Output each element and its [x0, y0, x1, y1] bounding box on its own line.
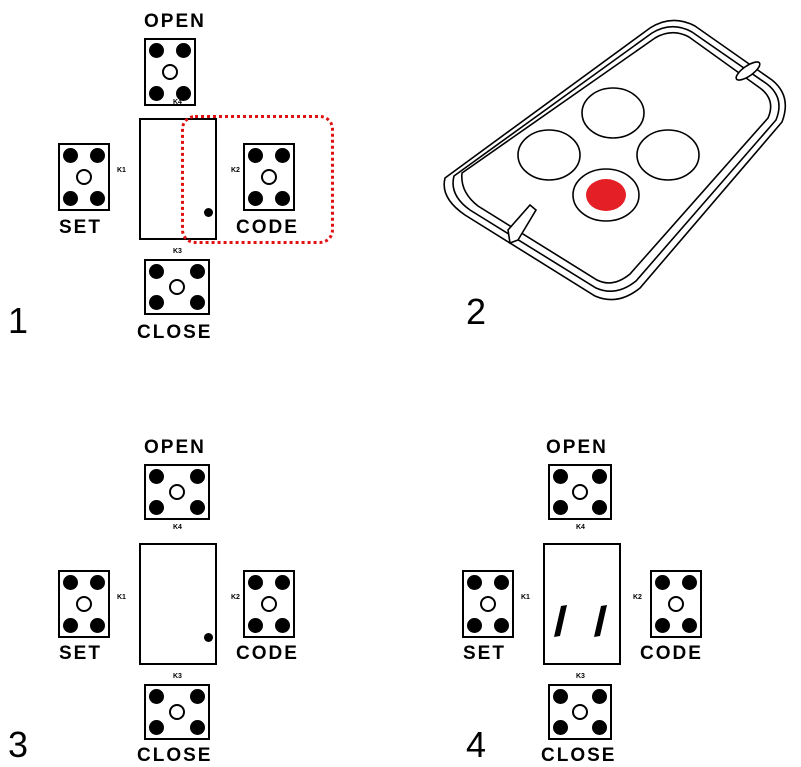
- receiver-board: [139, 543, 217, 665]
- code-button-k2[interactable]: [650, 570, 702, 638]
- k2-label: K2: [231, 594, 240, 602]
- code-label: CODE: [640, 644, 703, 663]
- pressed-button-icon: [586, 179, 626, 211]
- button-center-icon: [169, 484, 185, 500]
- k4-label: K4: [173, 524, 182, 532]
- open-label: OPEN: [144, 438, 206, 457]
- button-center-icon: [572, 484, 588, 500]
- k1-label: K1: [117, 594, 126, 602]
- open-button-k4[interactable]: [548, 464, 612, 520]
- code-button-k2[interactable]: [243, 570, 295, 638]
- button-center-icon: [668, 596, 684, 612]
- set-label: SET: [463, 644, 506, 663]
- led-dot-icon: [204, 633, 213, 642]
- step-number: 3: [8, 727, 28, 763]
- step-number: 4: [466, 727, 486, 763]
- k1-label: K1: [521, 594, 530, 602]
- receiver-board: [543, 543, 621, 665]
- button-center-icon: [480, 596, 496, 612]
- k2-label: K2: [633, 594, 642, 602]
- close-button-k3[interactable]: [144, 684, 210, 740]
- set-label: SET: [59, 644, 102, 663]
- button-center-icon: [169, 704, 185, 720]
- close-label: CLOSE: [137, 746, 212, 765]
- k4-label: K4: [576, 524, 585, 532]
- k3-label: K3: [576, 673, 585, 681]
- open-button-k4[interactable]: [144, 464, 210, 520]
- k3-label: K3: [173, 673, 182, 681]
- code-label: CODE: [236, 644, 299, 663]
- open-label: OPEN: [546, 438, 608, 457]
- close-label: CLOSE: [541, 746, 616, 765]
- step-number: 2: [466, 294, 486, 330]
- button-center-icon: [261, 596, 277, 612]
- set-button-k1[interactable]: [462, 570, 514, 638]
- button-center-icon: [76, 596, 92, 612]
- set-button-k1[interactable]: [58, 570, 110, 638]
- button-center-icon: [572, 704, 588, 720]
- close-button-k3[interactable]: [548, 684, 612, 740]
